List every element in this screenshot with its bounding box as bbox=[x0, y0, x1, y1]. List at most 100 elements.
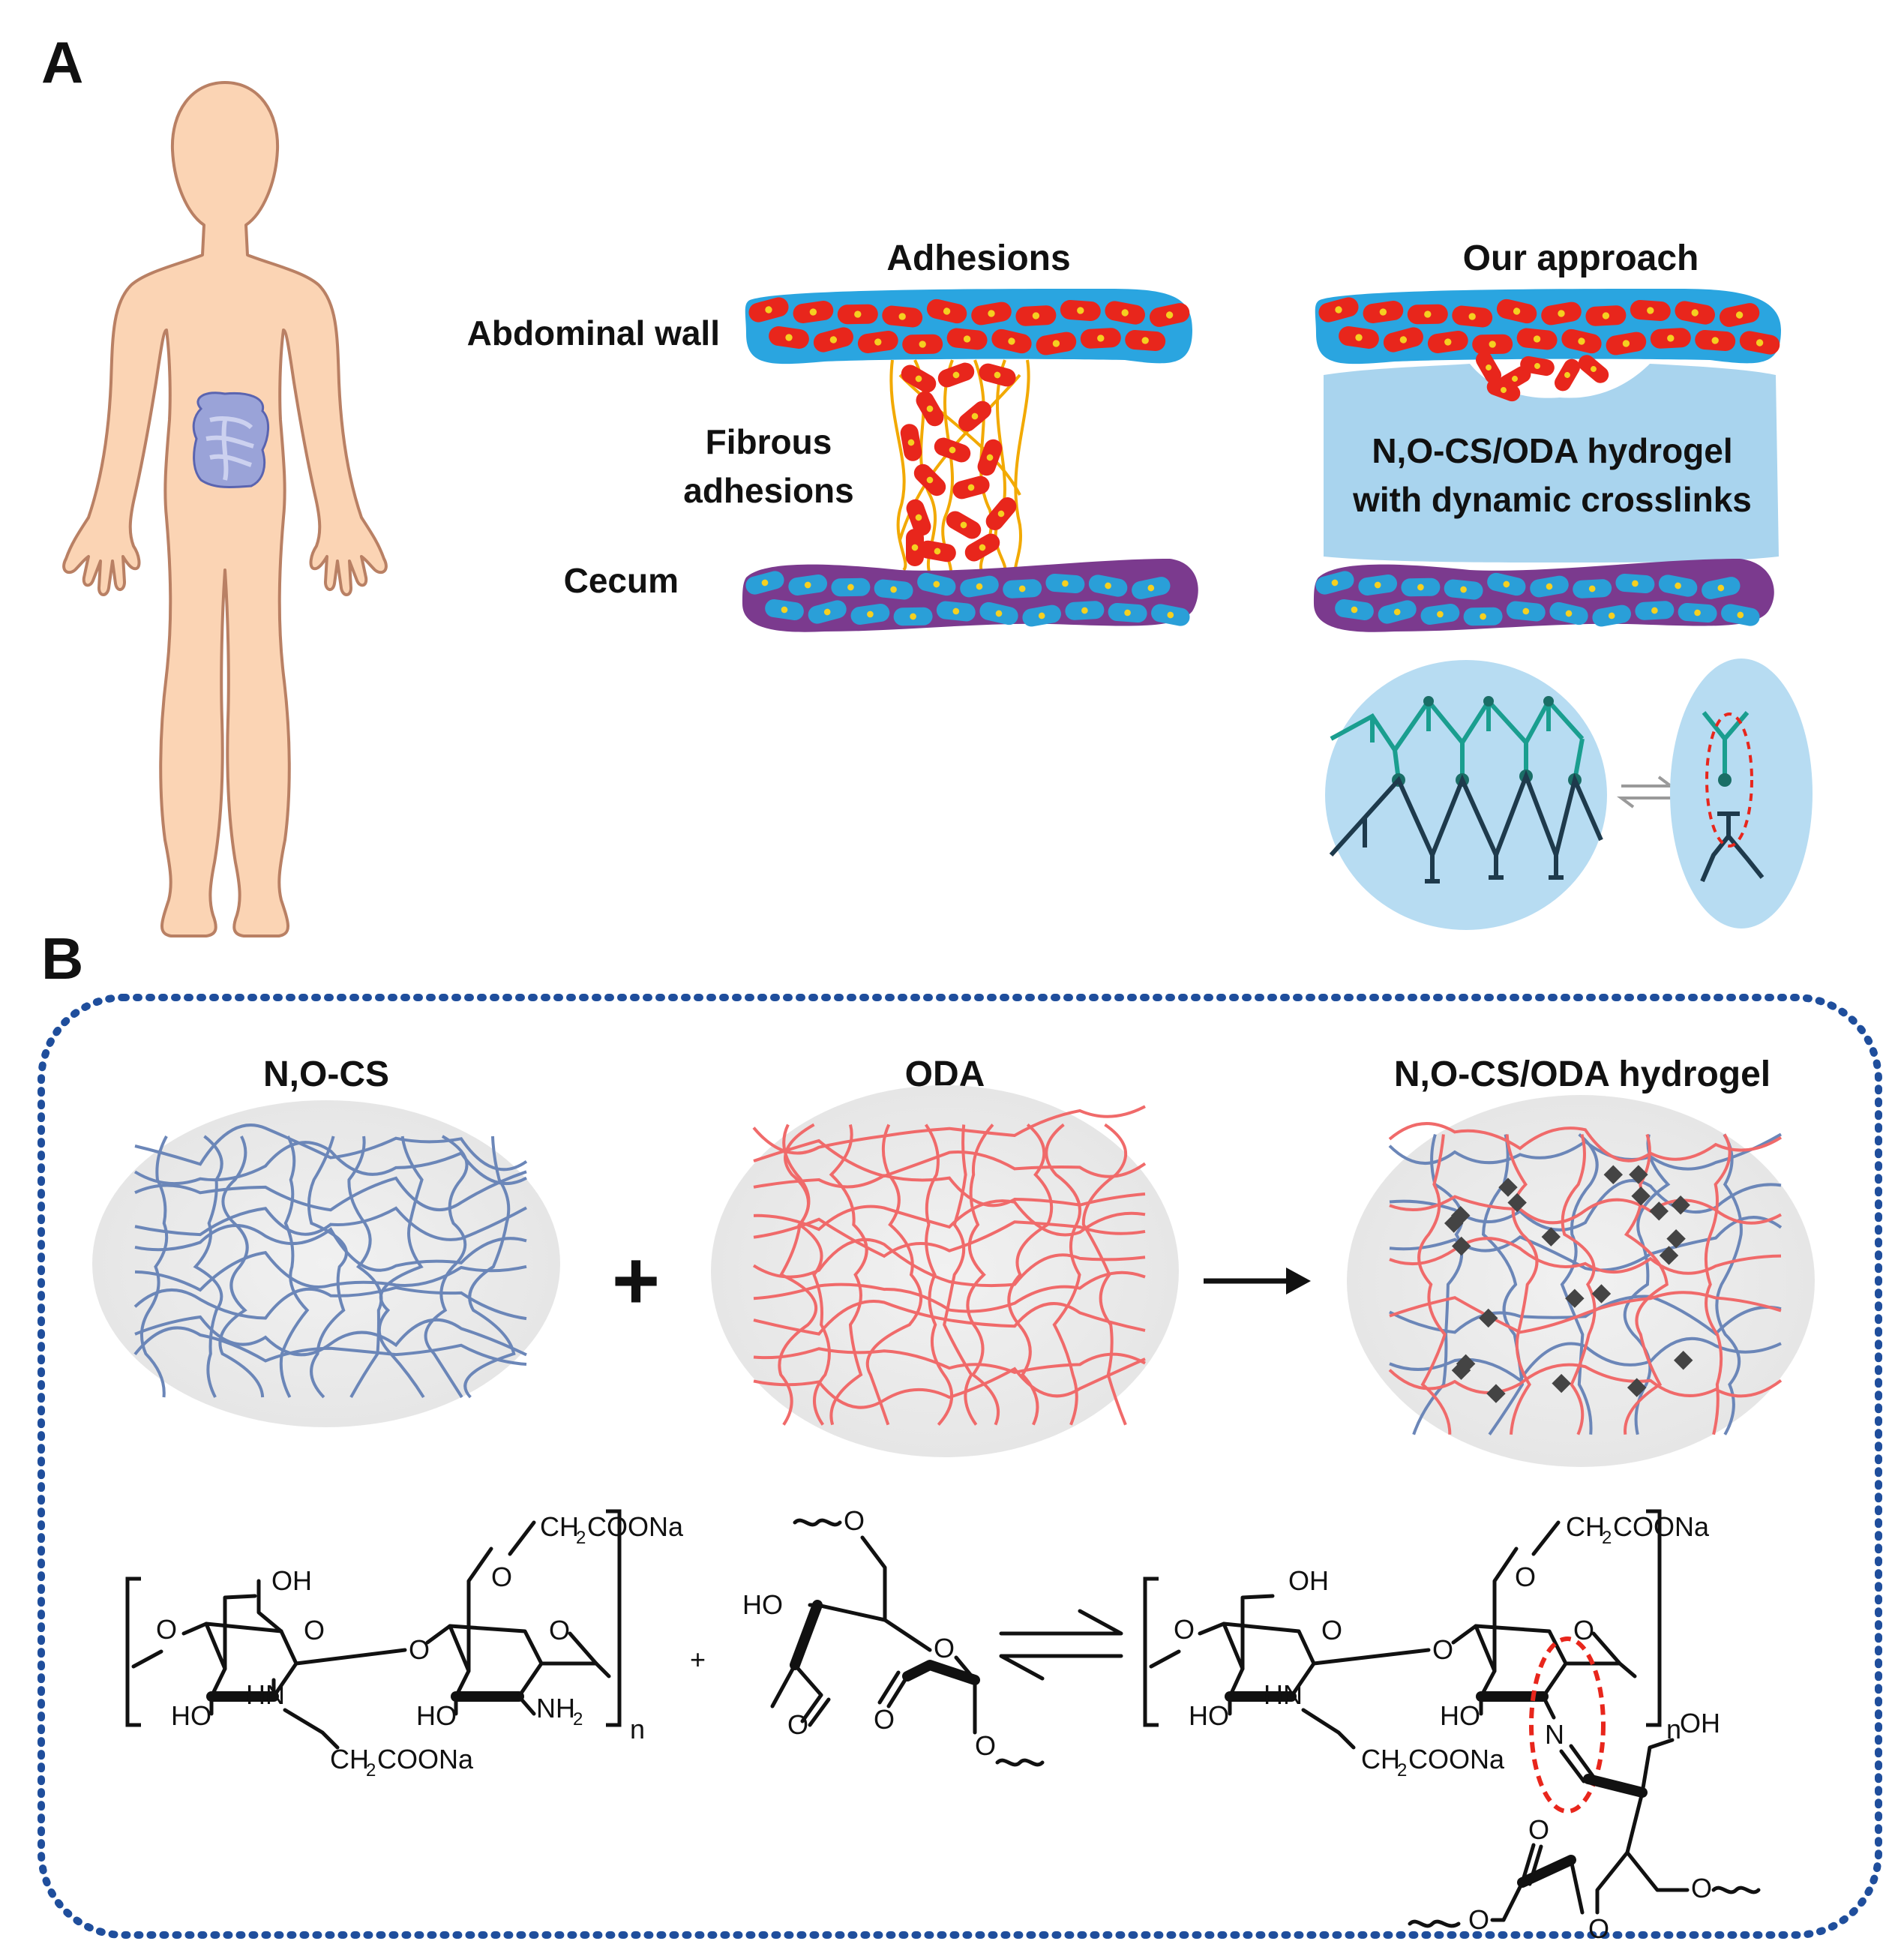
blue-cell bbox=[1721, 604, 1760, 626]
fibrous-cell bbox=[901, 364, 937, 393]
blue-cell bbox=[1108, 603, 1147, 622]
ho-label-2: HO bbox=[416, 1700, 457, 1731]
blue-cell bbox=[1702, 577, 1741, 599]
fibrous-cell bbox=[979, 363, 1016, 387]
red-cell bbox=[1739, 331, 1780, 355]
fibrous-cell bbox=[906, 529, 924, 566]
polymer-chain bbox=[1389, 1291, 1782, 1334]
blue-cell bbox=[893, 607, 933, 626]
migrating-cell bbox=[1555, 358, 1580, 392]
oda-aldehyde-o-1: O bbox=[787, 1709, 808, 1740]
blue-cell bbox=[1444, 579, 1483, 600]
imine-bond-highlight bbox=[1529, 1636, 1606, 1814]
o-label: O bbox=[156, 1614, 177, 1645]
hn-label: HN bbox=[246, 1679, 285, 1710]
polymer-chain bbox=[1417, 1134, 1452, 1435]
oda-aldehyde-o-2: O bbox=[874, 1704, 895, 1735]
polymer-chain bbox=[752, 1105, 1146, 1155]
blue-cell bbox=[1420, 604, 1460, 625]
polymer-chain bbox=[865, 1124, 923, 1426]
polymer-chain bbox=[753, 1199, 1146, 1237]
blue-cell bbox=[765, 599, 804, 620]
red-cell bbox=[837, 304, 878, 325]
blue-cell bbox=[1658, 574, 1698, 597]
polymer-chain bbox=[134, 1206, 527, 1241]
polymer-chain bbox=[307, 1136, 348, 1399]
polymer-chain bbox=[193, 1135, 223, 1398]
chemical-equilibrium-icon bbox=[999, 1609, 1123, 1681]
polymer-chain bbox=[1389, 1237, 1782, 1275]
polymer-chain bbox=[1624, 1133, 1669, 1435]
intestine-icon bbox=[192, 392, 269, 488]
red-cell bbox=[1472, 334, 1513, 355]
migrating-cell bbox=[1520, 356, 1555, 376]
blue-cell bbox=[1315, 571, 1354, 595]
fibrous-cell bbox=[916, 391, 944, 427]
red-cell bbox=[1650, 328, 1691, 349]
polymer-chain bbox=[753, 1300, 1146, 1336]
product-glyco-o: O bbox=[1432, 1634, 1453, 1665]
fibrous-cell bbox=[900, 424, 922, 461]
blue-cell bbox=[1045, 574, 1085, 593]
polymer-chain bbox=[752, 1238, 1146, 1288]
approach-abdominal-wall bbox=[1315, 289, 1781, 364]
red-cell bbox=[748, 297, 789, 322]
red-cell bbox=[902, 334, 943, 355]
fibrous-cell bbox=[952, 476, 990, 500]
ch-label-2: CH bbox=[540, 1511, 579, 1542]
red-cell bbox=[882, 305, 923, 328]
glycosidic-o-label: O bbox=[409, 1634, 430, 1665]
red-cell bbox=[813, 327, 853, 352]
dynamic-crosslink-network-circle bbox=[1325, 660, 1607, 930]
product-aldehyde-o: O bbox=[1528, 1814, 1549, 1845]
hydrogel-polymer-chains bbox=[1388, 1122, 1783, 1436]
polymer-chain bbox=[1561, 1133, 1597, 1436]
polymer-chain bbox=[753, 1358, 1146, 1409]
polymer-chain bbox=[463, 1136, 516, 1399]
blue-cell bbox=[1378, 600, 1417, 624]
imine-n-label: N bbox=[1545, 1719, 1564, 1750]
polymer-chain bbox=[1045, 1123, 1081, 1426]
blue-cell bbox=[874, 579, 913, 600]
red-cell bbox=[1516, 328, 1558, 350]
polymer-chain bbox=[753, 1217, 1146, 1258]
blue-cell bbox=[1592, 604, 1631, 627]
red-cell bbox=[1675, 301, 1715, 325]
fibrous-cell bbox=[964, 533, 1000, 562]
product-ho-label-2: HO bbox=[1440, 1700, 1480, 1731]
blue-cell bbox=[850, 604, 890, 625]
product-ho-label: HO bbox=[1189, 1700, 1229, 1731]
red-cell bbox=[1427, 331, 1468, 353]
ch-sub2-2: 2 bbox=[576, 1528, 586, 1548]
adhesions-abdominal-wall bbox=[745, 289, 1192, 364]
adhesions-title: Adhesions bbox=[886, 238, 1070, 278]
polymer-chain bbox=[1081, 1123, 1128, 1426]
migrating-cell bbox=[1486, 378, 1521, 402]
polymer-chain bbox=[1007, 1123, 1054, 1426]
red-cell bbox=[1080, 328, 1121, 349]
product-hn-label: HN bbox=[1264, 1679, 1303, 1710]
blue-cell bbox=[1487, 572, 1526, 596]
fibrous-cell bbox=[937, 362, 975, 388]
polymer-chain bbox=[1389, 1216, 1783, 1272]
red-cell bbox=[769, 326, 809, 349]
red-cell bbox=[1452, 305, 1493, 328]
adhesions-cecum-cells bbox=[745, 571, 1190, 627]
reaction-arrow-icon bbox=[1204, 1268, 1311, 1294]
blue-cell bbox=[1022, 604, 1061, 627]
oda-chemical-structure: O O HO O O O bbox=[742, 1505, 1045, 1767]
blue-cell bbox=[1615, 574, 1655, 593]
polymer-chain bbox=[1715, 1133, 1743, 1436]
blue-cell bbox=[1401, 578, 1441, 597]
blue-cell bbox=[1506, 601, 1546, 622]
ncs-polymer-chains bbox=[133, 1124, 528, 1399]
polymer-chain bbox=[134, 1251, 527, 1292]
red-cell bbox=[926, 298, 967, 324]
red-cell bbox=[1606, 332, 1647, 356]
red-cell bbox=[1149, 303, 1190, 327]
product-ch-label-2: CH bbox=[1566, 1511, 1605, 1542]
polymer-chain bbox=[134, 1170, 527, 1212]
red-cell bbox=[1318, 297, 1359, 322]
blue-cell bbox=[936, 601, 976, 622]
